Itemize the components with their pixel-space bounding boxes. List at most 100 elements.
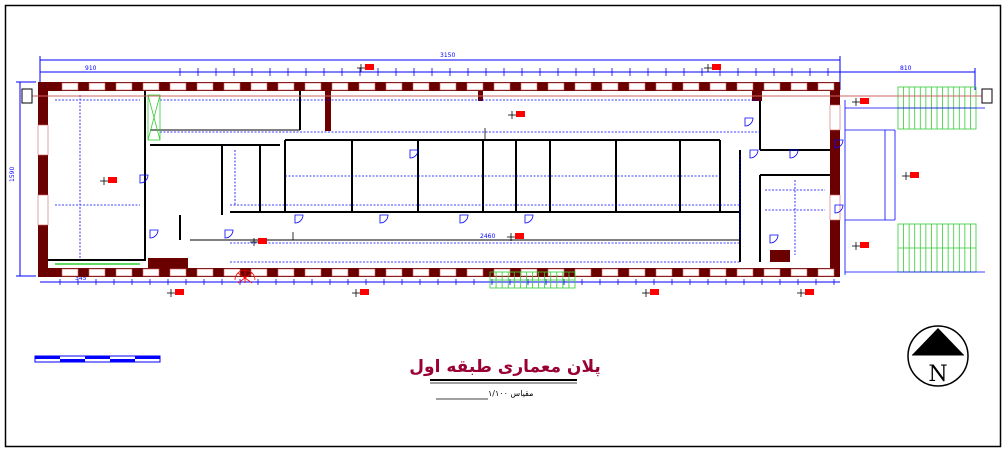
window — [682, 82, 700, 91]
door-swing — [834, 204, 844, 214]
window — [547, 268, 565, 277]
door-swing — [524, 214, 534, 224]
stair-left-small — [147, 94, 161, 141]
window — [358, 82, 376, 91]
corridor-dimension-label: 2460 — [480, 233, 495, 240]
window — [628, 268, 646, 277]
door-swing — [744, 117, 754, 127]
door-swing — [834, 139, 844, 149]
drawing-title: پلان معماری طبقه اول — [409, 357, 600, 377]
window — [574, 82, 592, 91]
north-label: N — [928, 362, 947, 387]
north-arrow: N — [907, 325, 969, 387]
window — [439, 82, 457, 91]
exterior-walls — [38, 82, 840, 277]
stair-bottom-right — [897, 223, 977, 273]
bottom-left-dimension-label: 345 — [75, 275, 87, 282]
overall-dimension-label: 3150 — [440, 52, 455, 59]
window — [331, 82, 349, 91]
door-swing — [409, 149, 419, 159]
level-marker — [515, 233, 524, 239]
level-marker — [712, 64, 721, 70]
window — [817, 82, 835, 91]
window — [682, 268, 700, 277]
window — [736, 82, 754, 91]
window — [169, 82, 187, 91]
level-markers — [100, 64, 919, 297]
door-swing — [459, 214, 469, 224]
window — [385, 268, 403, 277]
window — [466, 82, 484, 91]
window — [817, 268, 835, 277]
window — [547, 82, 565, 91]
window — [196, 268, 214, 277]
window — [304, 268, 322, 277]
interior-walls — [48, 91, 830, 262]
window — [763, 268, 781, 277]
window — [520, 82, 538, 91]
level-marker — [365, 64, 374, 70]
window — [412, 82, 430, 91]
window — [439, 268, 457, 277]
level-marker — [650, 289, 659, 295]
window — [277, 268, 295, 277]
window — [385, 82, 403, 91]
window — [628, 82, 646, 91]
window — [142, 268, 160, 277]
window — [88, 82, 106, 91]
bottom-windows — [61, 268, 835, 277]
top-dimension-ticks — [179, 68, 829, 76]
window — [304, 82, 322, 91]
window — [196, 82, 214, 91]
window — [493, 82, 511, 91]
window — [61, 82, 79, 91]
stair-bottom-entrance — [489, 271, 576, 289]
window — [709, 82, 727, 91]
level-marker — [860, 242, 869, 248]
window — [115, 82, 133, 91]
window — [574, 268, 592, 277]
window — [88, 268, 106, 277]
window — [601, 82, 619, 91]
door-swing — [224, 229, 234, 239]
level-marker — [360, 289, 369, 295]
door-swing — [789, 149, 799, 159]
window — [358, 268, 376, 277]
level-marker — [910, 172, 919, 178]
level-marker — [516, 111, 525, 117]
graphic-scale-bar — [34, 355, 161, 363]
level-marker — [175, 289, 184, 295]
window — [142, 82, 160, 91]
door-swing — [139, 174, 149, 184]
top-left-dimension-label: 910 — [85, 65, 97, 72]
door-swings — [139, 117, 844, 244]
window — [115, 268, 133, 277]
window — [250, 268, 268, 277]
window — [790, 82, 808, 91]
height-dimension-label: 1590 — [9, 167, 16, 182]
window — [61, 268, 79, 277]
window — [331, 268, 349, 277]
level-marker — [805, 289, 814, 295]
grid-tick-marks — [292, 128, 486, 240]
left-dimension-chain — [16, 81, 36, 277]
window — [601, 268, 619, 277]
window — [655, 268, 673, 277]
window — [520, 268, 538, 277]
door-swing — [379, 214, 389, 224]
door-swing — [149, 229, 159, 239]
window — [655, 82, 673, 91]
window — [709, 268, 727, 277]
window — [412, 268, 430, 277]
door-swing — [749, 149, 759, 159]
level-marker — [108, 177, 117, 183]
window — [250, 82, 268, 91]
window — [223, 268, 241, 277]
interior-dark-walls — [148, 91, 790, 268]
level-marker — [258, 238, 267, 244]
drawing-scale: مقیاس ۱/۱۰۰ — [488, 389, 533, 398]
level-marker — [860, 98, 869, 104]
window — [466, 268, 484, 277]
axis-bubbles — [21, 88, 993, 104]
